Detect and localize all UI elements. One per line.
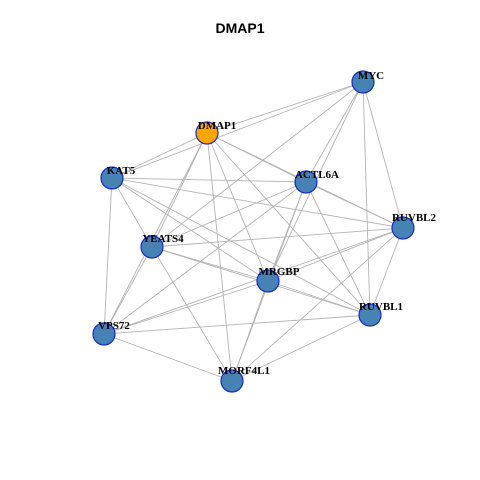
edge-mrgbp-morf4l1 bbox=[231, 280, 269, 382]
edge-myc-actl6a bbox=[305, 81, 364, 183]
edge-yeats4-morf4l1 bbox=[151, 246, 233, 382]
chart-title: DMAP1 bbox=[215, 20, 265, 36]
edge-ruvbl2-vps72 bbox=[103, 227, 404, 335]
edge-actl6a-vps72 bbox=[103, 181, 307, 335]
node-label-mrgbp: MRGBP bbox=[259, 266, 300, 278]
edge-mrgbp-vps72 bbox=[103, 280, 269, 335]
node-vps72[interactable] bbox=[92, 322, 116, 346]
edge-ruvbl1-morf4l1 bbox=[231, 314, 371, 382]
edge-kat5-yeats4 bbox=[111, 177, 153, 248]
edge-kat5-vps72 bbox=[103, 177, 113, 335]
node-yeats4[interactable] bbox=[140, 235, 164, 259]
node-morf4l1[interactable] bbox=[220, 369, 244, 393]
node-label-kat5: KAT5 bbox=[107, 165, 136, 177]
edge-dmap1-vps72 bbox=[103, 132, 208, 335]
node-label-yeats4: YEATS4 bbox=[142, 233, 184, 245]
edge-dmap1-ruvbl1 bbox=[206, 132, 371, 316]
edge-myc-kat5 bbox=[111, 81, 364, 179]
edge-actl6a-yeats4 bbox=[151, 181, 307, 248]
edge-dmap1-mrgbp bbox=[206, 132, 269, 282]
edge-yeats4-vps72 bbox=[103, 246, 153, 335]
edge-ruvbl2-morf4l1 bbox=[231, 227, 404, 382]
edge-layer bbox=[103, 81, 404, 382]
node-label-vps72: VPS72 bbox=[98, 320, 130, 332]
edge-kat5-mrgbp bbox=[111, 177, 269, 282]
node-mrgbp[interactable] bbox=[256, 269, 280, 293]
node-ruvbl1[interactable] bbox=[358, 303, 382, 327]
node-kat5[interactable] bbox=[100, 166, 124, 190]
edge-dmap1-kat5 bbox=[111, 132, 208, 179]
edge-actl6a-ruvbl2 bbox=[305, 181, 404, 229]
node-myc[interactable] bbox=[351, 70, 375, 94]
edge-myc-yeats4 bbox=[151, 81, 364, 248]
node-label-actl6a: ACTL6A bbox=[295, 169, 339, 181]
edge-mrgbp-ruvbl1 bbox=[267, 280, 371, 316]
edge-dmap1-myc bbox=[206, 81, 364, 134]
edge-myc-ruvbl2 bbox=[362, 81, 404, 229]
edge-myc-ruvbl1 bbox=[362, 81, 371, 316]
node-label-ruvbl1: RUVBL1 bbox=[359, 301, 403, 313]
node-label-myc: MYC bbox=[358, 70, 384, 82]
node-label-dmap1: DMAP1 bbox=[198, 120, 237, 132]
edge-ruvbl2-mrgbp bbox=[267, 227, 404, 282]
edge-ruvbl1-vps72 bbox=[103, 314, 371, 335]
edge-actl6a-ruvbl1 bbox=[305, 181, 371, 316]
edge-dmap1-morf4l1 bbox=[206, 132, 233, 382]
node-actl6a[interactable] bbox=[294, 170, 318, 194]
edge-ruvbl2-ruvbl1 bbox=[369, 227, 404, 316]
node-label-morf4l1: MORF4L1 bbox=[218, 365, 270, 377]
node-label-ruvbl2: RUVBL2 bbox=[392, 212, 437, 224]
edge-kat5-ruvbl1 bbox=[111, 177, 371, 316]
edge-ruvbl2-yeats4 bbox=[151, 227, 404, 248]
edge-kat5-actl6a bbox=[111, 177, 307, 183]
node-dmap1[interactable] bbox=[195, 121, 219, 145]
edge-vps72-morf4l1 bbox=[103, 333, 233, 382]
node-ruvbl2[interactable] bbox=[391, 216, 415, 240]
edge-kat5-ruvbl2 bbox=[111, 177, 404, 229]
node-layer bbox=[92, 70, 415, 393]
